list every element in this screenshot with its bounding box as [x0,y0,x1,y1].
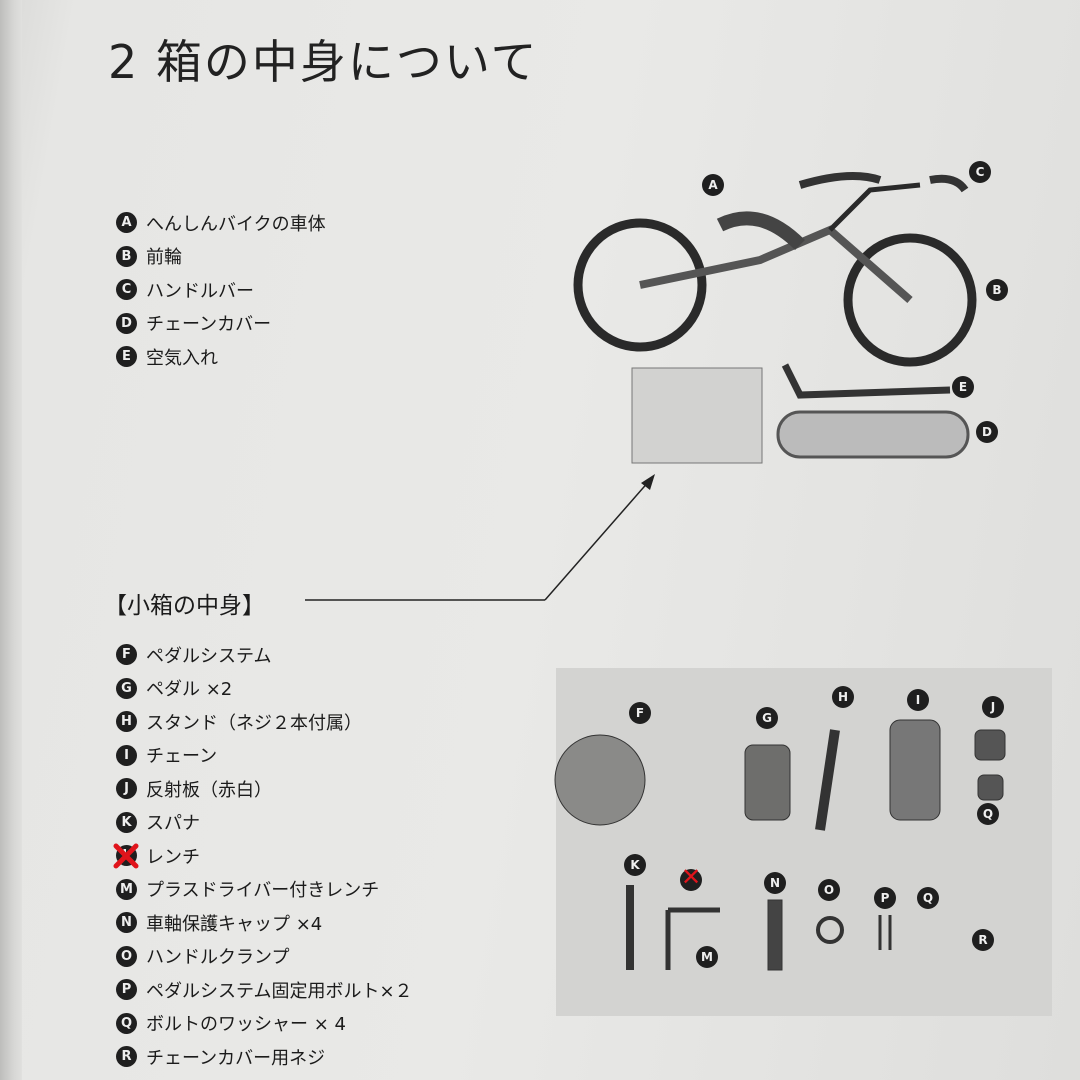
badge-a: A [116,212,137,234]
item-label: ペダルシステム固定用ボルト×２ [146,980,413,1002]
list-item: B 前輪 [116,240,326,274]
item-label: チェーン [146,746,218,768]
list-item: H スタンド（ネジ２本付属） [116,705,413,739]
badge-r: R [116,1046,137,1068]
badge-b: B [116,245,137,267]
bike-image [573,172,977,367]
small-box-image [631,367,763,464]
photo-label-m: M [696,946,718,968]
badge-o: O [116,945,137,967]
parts-image [554,719,1006,971]
parts-photo-background [556,668,1052,1016]
badge-l: L [116,845,137,867]
photo-label-p: P [874,887,896,909]
item-label: レンチ [146,846,200,868]
list-item: I チェーン [116,739,413,773]
item-label: 前輪 [146,247,182,269]
list-item: J 反射板（赤白） [116,772,413,806]
photo-label-f: F [629,702,651,724]
item-label: ペダル ×2 [146,679,233,701]
item-label: へんしんバイクの車体 [146,213,326,235]
list-item: K スパナ [116,806,413,840]
photo-label-h: H [832,686,854,708]
photo-label-d: D [976,421,998,443]
pump-image [781,363,951,399]
list-item: A へんしんバイクの車体 [116,206,326,240]
item-label: ハンドルバー [146,280,254,302]
photo-label-g: G [756,707,778,729]
photo-label-i: I [907,689,929,711]
badge-j: J [116,778,137,800]
photo-label-n: N [764,872,786,894]
list-item: M プラスドライバー付きレンチ [116,873,413,907]
list-item: N 車軸保護キャップ ×4 [116,906,413,940]
badge-n: N [116,912,137,934]
badge-c: C [116,279,137,301]
list-item: D チェーンカバー [116,307,326,341]
arrow-head [641,474,655,490]
list-item: P ペダルシステム固定用ボルト×２ [116,973,413,1007]
item-label: チェーンカバー用ネジ [146,1047,326,1069]
list-item: C ハンドルバー [116,273,326,307]
photo-label-c: C [969,161,991,183]
badge-d: D [116,312,137,334]
photo-red-cross-mark: ✕ [680,863,702,891]
photo-label-l-circle [680,869,702,891]
photo-label-q2: Q [917,887,939,909]
photo-label-b: B [986,279,1008,301]
item-label: スパナ [146,813,200,835]
chain-cover-image [776,410,970,459]
list-item: E 空気入れ [116,340,326,374]
badge-e: E [116,346,137,368]
photo-label-j: J [982,696,1004,718]
badge-g: G [116,677,137,699]
list-item: F ペダルシステム [116,638,413,672]
page-binding [0,0,22,1080]
photo-label-a: A [702,174,724,196]
item-label: ペダルシステム [146,645,272,667]
list-item: G ペダル ×2 [116,672,413,706]
main-items-list: A へんしんバイクの車体 B 前輪 C ハンドルバー D チェーンカバー E 空気入れ [116,206,326,374]
item-label: ハンドルクランプ [146,947,290,969]
list-item-crossed: L レンチ [113,839,413,873]
list-item: O ハンドルクランプ [116,940,413,974]
badge-k: K [116,811,137,833]
item-label: 車軸保護キャップ ×4 [146,913,323,935]
small-box-items-list: F ペダルシステム G ペダル ×2 H スタンド（ネジ２本付属） I チェーン J 反射… [113,638,413,1074]
photo-label-e: E [952,376,974,398]
item-label: 反射板（赤白） [146,779,272,801]
photo-label-r: R [972,929,994,951]
photo-label-q: Q [977,803,999,825]
photo-label-o: O [818,879,840,901]
item-label: ボルトのワッシャー × 4 [146,1014,346,1036]
small-box-heading: 【小箱の中身】 [104,593,265,619]
photo-label-k: K [624,854,646,876]
item-label: スタンド（ネジ２本付属） [146,712,362,734]
badge-q: Q [116,1012,137,1034]
badge-p: P [116,979,137,1001]
pointer-arrow [544,479,651,601]
badge-h: H [116,711,137,733]
badge-f: F [116,644,137,666]
list-item: R チェーンカバー用ネジ [116,1040,413,1074]
item-label: チェーンカバー [146,314,272,336]
item-label: プラスドライバー付きレンチ [146,880,380,902]
item-label: 空気入れ [146,347,218,369]
badge-i: I [116,744,137,766]
page-title: 2 箱の中身について [108,35,539,89]
badge-m: M [116,878,137,900]
list-item: Q ボルトのワッシャー × 4 [116,1007,413,1041]
